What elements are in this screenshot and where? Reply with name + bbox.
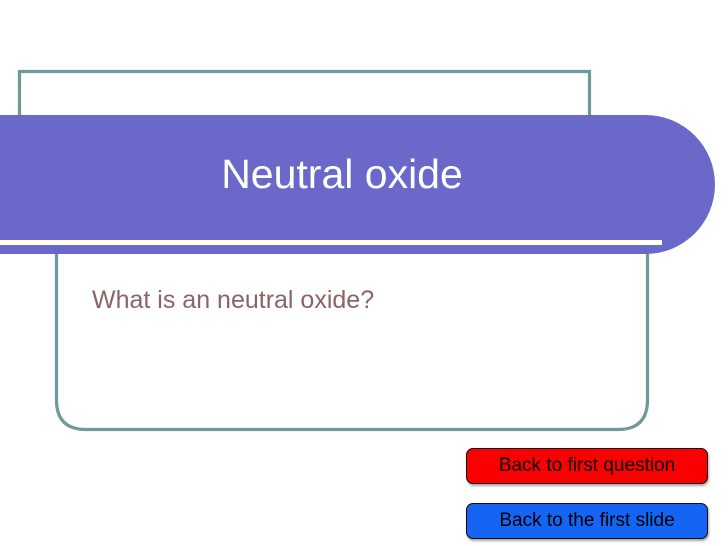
back-to-first-question-button[interactable]: Back to first question bbox=[466, 448, 708, 484]
back-to-first-slide-button[interactable]: Back to the first slide bbox=[466, 503, 708, 539]
title-banner bbox=[0, 115, 715, 254]
title-underline-rule bbox=[0, 240, 662, 245]
page-title: Neutral oxide bbox=[221, 151, 463, 197]
body-question-text: What is an neutral oxide? bbox=[92, 286, 375, 314]
